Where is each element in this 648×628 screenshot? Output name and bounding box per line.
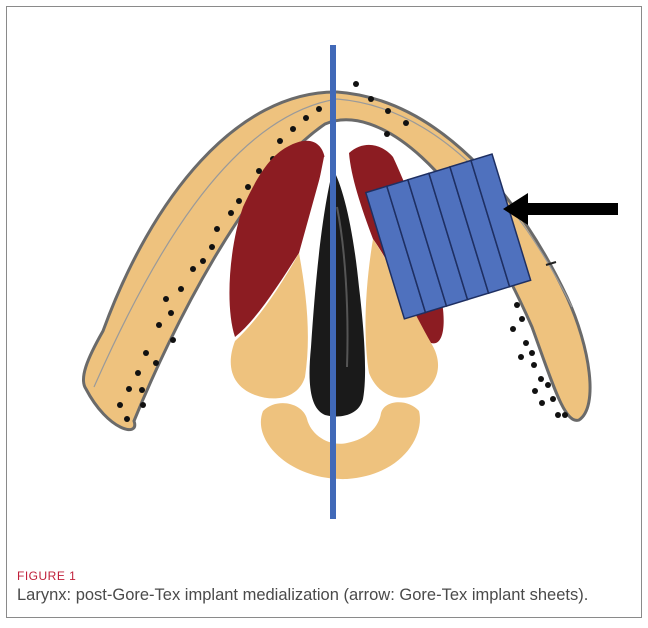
figure-caption: Larynx: post-Gore-Tex implant medializat… [17,585,642,606]
glottic-airway [310,169,366,416]
larynx-diagram [7,7,643,562]
midline-line [330,45,336,519]
figure-label: FIGURE 1 [17,569,76,583]
figure-frame: FIGURE 1 Larynx: post-Gore-Tex implant m… [6,6,642,618]
